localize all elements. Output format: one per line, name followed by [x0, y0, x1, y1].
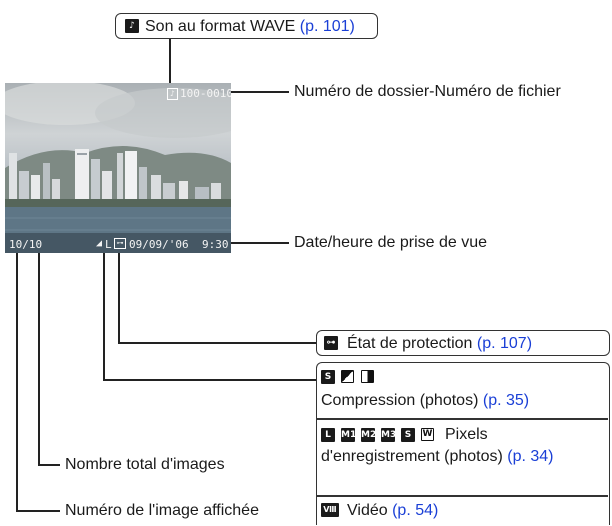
- image-number-label: Numéro de l'image affichée: [65, 502, 259, 519]
- compression-page-link[interactable]: (p. 35): [482, 392, 530, 409]
- image-number-leader-vertical: [16, 253, 18, 511]
- wave-sound-osd-icon: ♪: [167, 88, 178, 100]
- pixels-row: L M1 M2 M3 S W Pixels d'enregistrement (…: [317, 420, 608, 494]
- datetime-label: Date/heure de prise de vue: [294, 234, 488, 251]
- total-images-leader-horizontal: [38, 464, 60, 466]
- compression-leader-horizontal: [103, 379, 316, 381]
- size-s-icon: S: [401, 428, 415, 442]
- wave-sound-icon: ♪: [125, 19, 139, 33]
- folder-file-label: Numéro de dossier-Numéro de fichier: [294, 83, 561, 100]
- protection-callout: ⊶ État de protection (p. 107): [316, 330, 610, 356]
- protection-page-link[interactable]: (p. 107): [476, 335, 533, 352]
- protection-leader-horizontal: [118, 342, 316, 344]
- capture-time: 9:30: [202, 238, 229, 251]
- protect-key-icon: ⊶: [324, 336, 338, 350]
- compression-superfine-icon: S: [321, 370, 335, 384]
- compression-osd-icon: ◢: [96, 238, 103, 249]
- city-skyline-photo: [5, 83, 231, 253]
- size-l-icon: L: [321, 428, 335, 442]
- compression-leader-vertical: [103, 253, 105, 380]
- video-row: Ⅷ Vidéo (p. 54): [317, 497, 608, 525]
- movie-icon: Ⅷ: [321, 503, 339, 517]
- image-settings-callout: S Compression (photos) (p. 35) L M1 M2 M…: [316, 362, 610, 525]
- wave-sound-label: Son au format WAVE: [145, 18, 296, 35]
- wave-sound-page-link[interactable]: (p. 101): [299, 18, 355, 35]
- datetime-leader: [231, 242, 289, 244]
- compression-divider: [317, 418, 608, 420]
- image-number-leader-horizontal: [16, 510, 60, 512]
- pixels-label-line1: Pixels: [445, 426, 488, 443]
- protect-key-osd-icon: ⊶: [114, 238, 126, 249]
- protection-leader-vertical: [118, 253, 120, 343]
- size-m2-icon: M2: [361, 428, 377, 442]
- folder-file-leader: [231, 91, 289, 93]
- size-w-icon: W: [421, 428, 434, 441]
- wave-leader-line: [169, 39, 171, 91]
- size-l-osd-icon: L: [105, 238, 112, 251]
- video-page-link[interactable]: (p. 54): [392, 502, 439, 519]
- size-m1-icon: M1: [341, 428, 357, 442]
- wave-sound-callout: ♪ Son au format WAVE (p. 101): [115, 13, 378, 39]
- video-label: Vidéo: [347, 502, 388, 519]
- capture-date: 09/09/'06: [129, 238, 189, 251]
- compression-row: S Compression (photos) (p. 35): [317, 363, 608, 418]
- protection-label: État de protection: [347, 335, 473, 352]
- pixels-page-link[interactable]: (p. 34): [507, 448, 554, 465]
- folder-file-number: 100-0010: [180, 87, 231, 100]
- size-m3-icon: M3: [381, 428, 397, 442]
- osd-bottom-bar: [5, 233, 231, 253]
- pixels-divider: [317, 495, 608, 497]
- compression-label: Compression (photos): [321, 392, 479, 409]
- total-images-label: Nombre total d'images: [65, 456, 225, 473]
- image-count: 10/10: [9, 238, 43, 251]
- compression-fine-icon: [341, 370, 354, 383]
- total-images-leader-vertical: [38, 253, 40, 465]
- compression-normal-icon: [361, 370, 374, 383]
- camera-playback-screen: ♪ 100-0010 10/10 ◢ L ⊶ 09/09/'06 9:30: [5, 83, 231, 253]
- pixels-label-line2: d'enregistrement (photos): [321, 448, 503, 465]
